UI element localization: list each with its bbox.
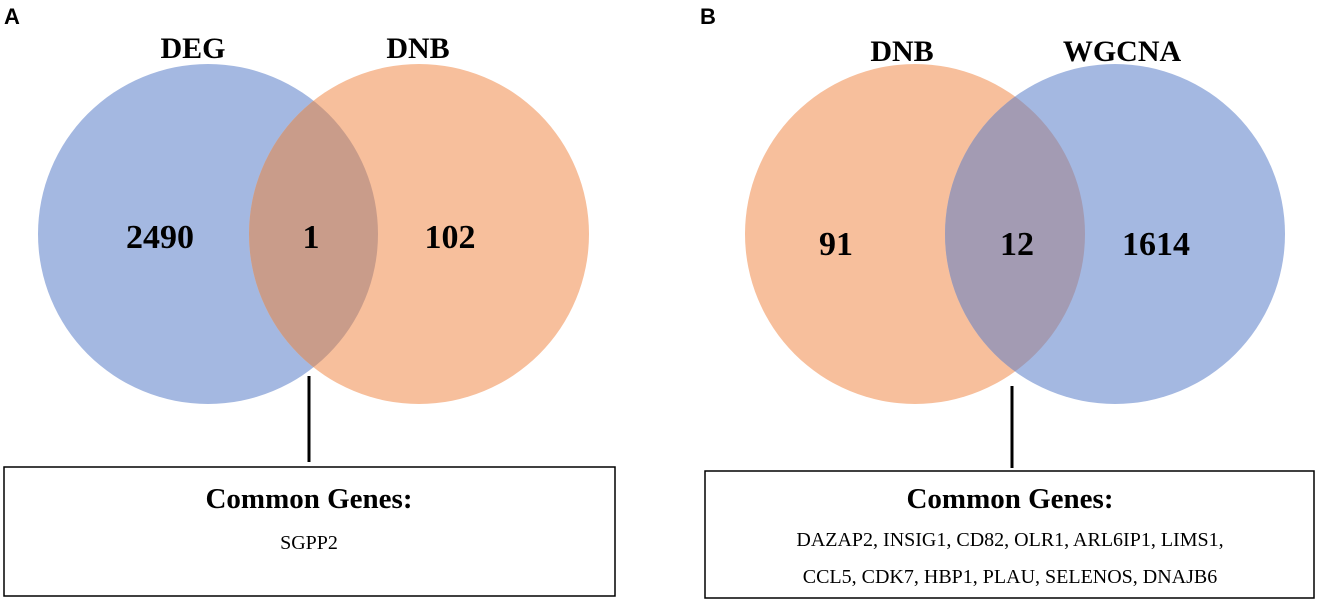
common-genes-title-a: Common Genes: <box>205 483 412 515</box>
common-genes-box-a <box>3 466 616 597</box>
gene-list-line-a1: SGPP2 <box>280 532 338 554</box>
common-genes-box-b <box>704 470 1315 599</box>
set-label-wgcna: WGCNA <box>1063 35 1182 68</box>
panel-b: B DNB WGCNA 91 12 1614 Common Genes: DAZ… <box>700 4 1315 599</box>
panel-letter-b: B <box>700 4 716 29</box>
overlap-region-b <box>945 64 1085 404</box>
count-dnb-only-a: 102 <box>425 219 476 256</box>
gene-list-line-b1: DAZAP2, INSIG1, CD82, OLR1, ARL6IP1, LIM… <box>796 529 1223 551</box>
count-dnb-only-b: 91 <box>819 226 853 263</box>
gene-list-line-b2: CCL5, CDK7, HBP1, PLAU, SELENOS, DNAJB6 <box>803 566 1218 588</box>
panel-letter-a: A <box>4 4 20 29</box>
set-label-deg: DEG <box>160 32 225 65</box>
set-label-dnb-b: DNB <box>870 35 933 68</box>
count-overlap-b: 12 <box>1000 226 1034 263</box>
count-overlap-a: 1 <box>303 219 320 256</box>
count-wgcna-only: 1614 <box>1122 226 1190 263</box>
panel-a: A DEG DNB 2490 1 102 Common Genes: SGPP2 <box>3 4 616 597</box>
common-genes-title-b: Common Genes: <box>906 483 1113 515</box>
count-deg-only: 2490 <box>126 219 194 256</box>
overlap-region-a <box>249 64 378 404</box>
set-label-dnb-a: DNB <box>386 32 449 65</box>
